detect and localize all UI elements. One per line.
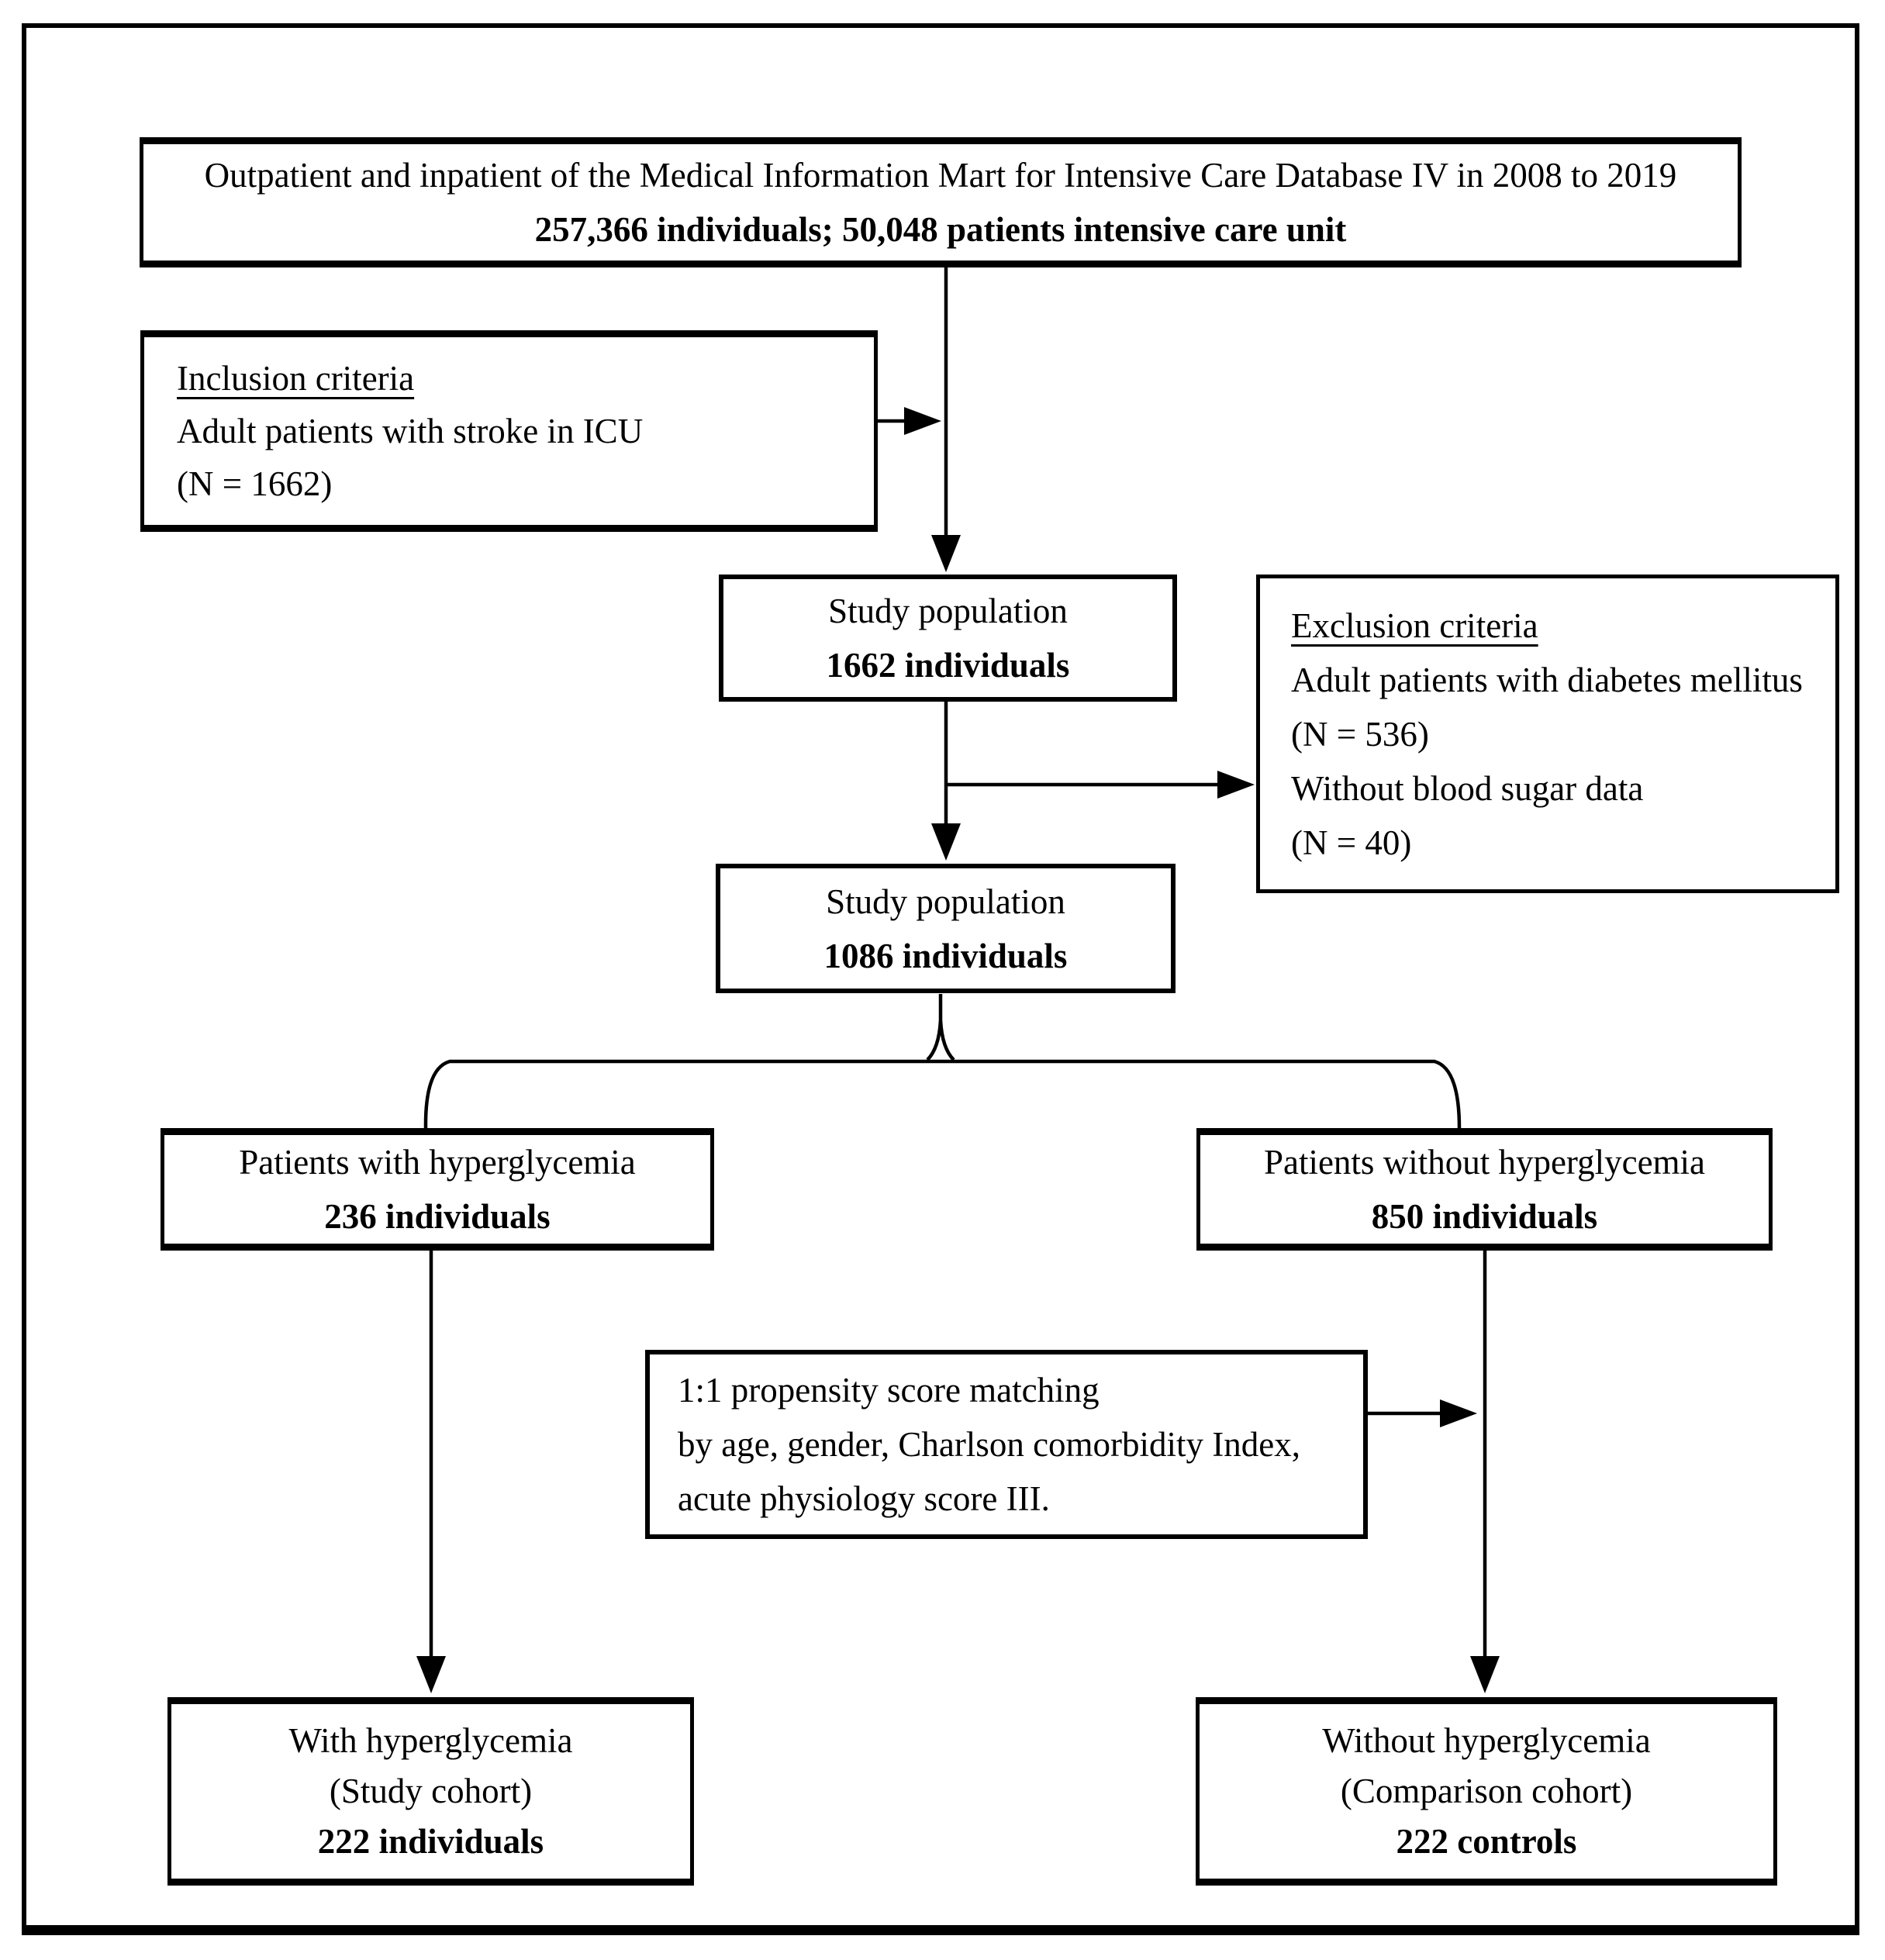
comparison-count: 222 controls [1396, 1822, 1577, 1861]
hyper-count: 236 individuals [324, 1197, 551, 1236]
study2-label: Study population [826, 882, 1065, 921]
inclusion-criterion: Adult patients with stroke in ICU [177, 412, 644, 450]
studycohort-label: With hyperglycemia [288, 1721, 573, 1760]
source-population-box: Outpatient and inpatient of the Medical … [140, 137, 1742, 267]
propensity-matching-box: 1:1 propensity score matching by age, ge… [645, 1350, 1368, 1539]
patients-with-hyperglycemia-box: Patients with hyperglycemia 236 individu… [161, 1128, 714, 1251]
exclusion-count-1: (N = 536) [1291, 714, 1429, 754]
inclusion-criteria-box: Inclusion criteria Adult patients with s… [140, 330, 878, 532]
arrowhead-down-comparison [1470, 1656, 1500, 1693]
nohyper-label: Patients without hyperglycemia [1263, 1143, 1706, 1182]
matching-line-1: 1:1 propensity score matching [678, 1371, 1100, 1410]
arrowhead-right-inclusion [904, 407, 941, 435]
comparison-sublabel: (Comparison cohort) [1340, 1772, 1633, 1810]
arrowhead-down-study2 [931, 823, 961, 861]
patients-without-hyperglycemia-box: Patients without hyperglycemia 850 indiv… [1196, 1128, 1773, 1251]
arrowhead-down-studycohort [416, 1656, 446, 1693]
inclusion-count: (N = 1662) [177, 464, 333, 503]
study1-count: 1662 individuals [826, 646, 1070, 685]
matching-line-3: acute physiology score III. [678, 1479, 1050, 1518]
study1-label: Study population [828, 592, 1068, 630]
arrowhead-right-matching [1440, 1399, 1477, 1427]
exclusion-criteria-box: Exclusion criteria Adult patients with d… [1256, 575, 1839, 893]
matching-line-2: by age, gender, Charlson comorbidity Ind… [678, 1425, 1300, 1464]
studycohort-sublabel: (Study cohort) [329, 1772, 533, 1810]
outer-border [22, 23, 1859, 1935]
arrowhead-right-exclusion [1217, 771, 1255, 799]
arrowhead-down-study1 [931, 535, 961, 572]
study-cohort-box: With hyperglycemia (Study cohort) 222 in… [167, 1697, 694, 1886]
exclusion-criterion-1: Adult patients with diabetes mellitus [1291, 660, 1803, 699]
comparison-cohort-box: Without hyperglycemia (Comparison cohort… [1196, 1697, 1777, 1886]
exclusion-criterion-2: Without blood sugar data [1291, 768, 1644, 808]
source-count: 257,366 individuals; 50,048 patients int… [534, 210, 1347, 249]
study2-count: 1086 individuals [823, 936, 1068, 975]
inclusion-title: Inclusion criteria [177, 359, 415, 398]
source-description: Outpatient and inpatient of the Medical … [204, 156, 1677, 195]
exclusion-title: Exclusion criteria [1291, 606, 1538, 645]
nohyper-count: 850 individuals [1371, 1197, 1598, 1236]
study-population-1086-box: Study population 1086 individuals [716, 864, 1176, 993]
comparison-label: Without hyperglycemia [1322, 1721, 1651, 1760]
studycohort-count: 222 individuals [317, 1822, 544, 1861]
split-horizontal-bar [423, 1059, 1462, 1129]
hyper-label: Patients with hyperglycemia [239, 1143, 636, 1182]
study-population-1662-box: Study population 1662 individuals [719, 575, 1177, 702]
split-stem-bell [926, 994, 955, 1061]
exclusion-count-2: (N = 40) [1291, 823, 1412, 862]
